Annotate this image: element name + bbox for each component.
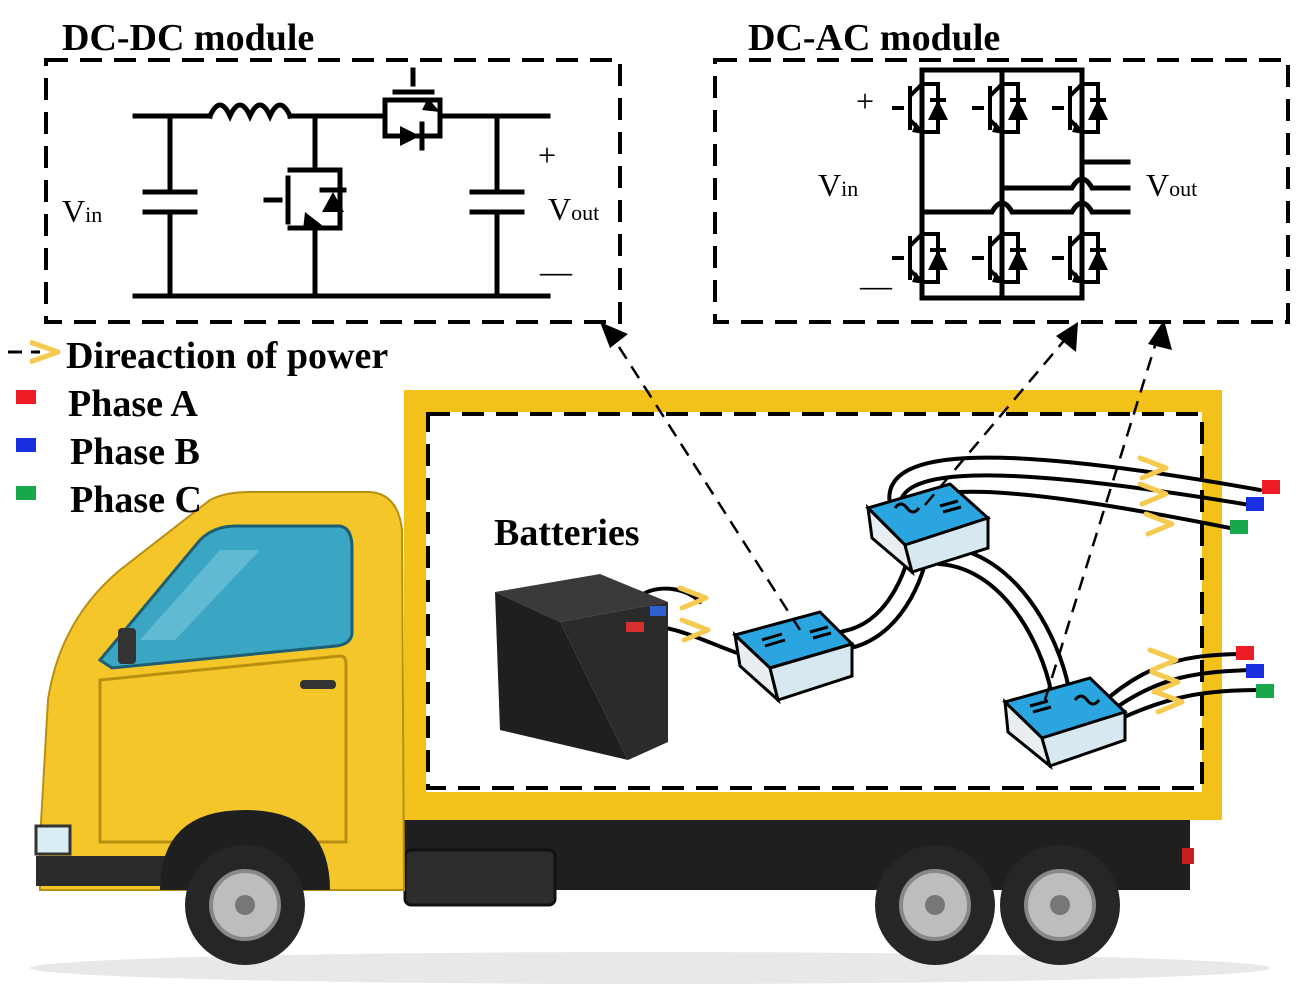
window-reflection	[140, 550, 260, 640]
batteries-label: Batteries	[494, 512, 640, 554]
dcdc-minus: —	[539, 253, 573, 289]
dcac-converter-box-2	[1002, 676, 1128, 771]
dcac-vout: Vout	[1146, 167, 1197, 203]
phase-label-2: Phase C	[70, 479, 202, 521]
igbt-switch-4	[972, 232, 1028, 284]
phase-swatch-2	[16, 486, 36, 500]
dcdc-plus: +	[538, 137, 556, 173]
dcac-circuit	[919, 67, 1131, 301]
dcac-title: DC-AC module	[748, 17, 1000, 59]
phase-terminals	[1230, 480, 1280, 698]
fuel-tank	[403, 848, 557, 907]
igbt-switch-3	[892, 232, 948, 284]
door-handle	[300, 680, 336, 689]
dcdc-frame	[44, 58, 622, 324]
legend-arrow-icon	[29, 339, 61, 365]
rear-wheel-2	[1000, 845, 1120, 965]
side-mirror	[118, 628, 136, 664]
legend-direction-label: Direaction of power	[66, 335, 388, 377]
igbt-switch-5	[1052, 232, 1108, 284]
rear-light	[1182, 848, 1194, 864]
dcdc-vin: Vin	[62, 193, 102, 229]
igbt-switch-1	[972, 82, 1028, 134]
dcac-vin: Vin	[818, 167, 858, 203]
dcac-converter-box-1	[865, 482, 991, 577]
dcac-frame	[713, 58, 1290, 324]
ground-shadow	[30, 952, 1270, 984]
phase-label-1: Phase B	[70, 431, 200, 473]
phase-swatch-0	[16, 390, 36, 404]
dcdc-title: DC-DC module	[62, 17, 314, 59]
rear-wheel-1	[875, 845, 995, 965]
dcdc-module: DC-DC module	[44, 17, 622, 324]
igbt-switch-2	[1052, 82, 1108, 134]
phase-swatch-1	[16, 438, 36, 452]
headlight	[34, 824, 72, 856]
dcac-switches	[892, 82, 1108, 284]
front-wheel	[185, 845, 305, 965]
igbt-switch-0	[892, 82, 948, 134]
cargo-dashed-frame	[426, 412, 1204, 790]
legend-phases: Phase A Phase B Phase C	[16, 383, 202, 521]
dcac-module: DC-AC module Vin Vout + —	[713, 17, 1290, 324]
dcac-minus: —	[859, 267, 893, 303]
phase-label-0: Phase A	[68, 383, 198, 425]
dcdc-converter-box	[732, 610, 855, 705]
dcdc-circuit	[132, 67, 551, 299]
dcdc-vout: Vout	[548, 191, 599, 227]
battery	[495, 574, 668, 760]
cab-door	[98, 654, 348, 844]
pointer-arrows	[600, 320, 1172, 701]
power-arrows	[677, 455, 1185, 715]
dcac-plus: +	[856, 83, 874, 119]
